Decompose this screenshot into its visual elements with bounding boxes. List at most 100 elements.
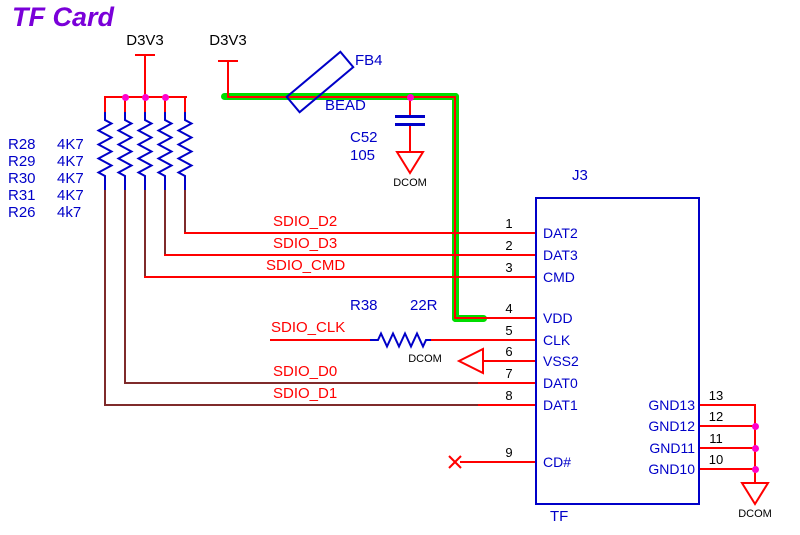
wire-sdio-cmd [144,276,536,278]
ground-symbol-right [740,482,770,506]
net-label-sdio-d0: SDIO_D0 [273,363,338,380]
connector-body [535,197,700,505]
wire-stub-r4 [164,97,166,112]
ferrite-ref: FB4 [355,52,383,69]
resistor-ref: R29 [8,153,36,170]
wire-gnd10 [700,468,756,470]
ground-label-right: DCOM [738,508,772,520]
ground-label-vss2: DCOM [408,353,442,365]
wire-sdio-d0-stub [478,382,536,384]
connector-value: TF [550,508,569,525]
junction-dot [122,94,129,101]
wire-sdio-d3 [164,254,536,256]
pin-number: 2 [505,238,513,253]
pin-name: DAT2 [543,225,578,241]
resistor-symbol-r30 [136,112,154,192]
capacitor-plate-top [395,115,425,118]
wire-stub-r2 [124,97,126,112]
wire-stub-r5 [184,97,186,112]
pin-number: 12 [708,409,724,424]
wire-d3v3-2 [227,61,229,97]
ferrite-bead-icon [285,50,355,114]
pin-name: CD# [543,454,572,470]
resistor-symbol-r26 [176,112,194,192]
resistor-value: 4K7 [57,187,84,204]
resistor-symbol-r38 [370,331,432,349]
pin-name: DAT3 [543,247,578,263]
capacitor-value: 105 [350,147,376,164]
resistor-ref: R30 [8,170,36,187]
wire-vss2 [482,360,536,362]
pin-name: CLK [543,332,571,348]
wire-vdd-vertical [454,96,456,319]
resistor-ref: R26 [8,204,36,221]
junction-dot [752,466,759,473]
wire-drop-d1 [104,190,106,406]
no-connect-icon [448,455,462,469]
resistor-symbol-r29 [116,112,134,192]
net-label-sdio-cmd: SDIO_CMD [266,257,346,274]
wire-cd [460,461,536,463]
wire-sdio-clk-left [270,339,370,341]
wire-gnd11 [700,447,756,449]
resistor-value: 4k7 [57,204,82,221]
resistor-symbol-r28 [96,112,114,192]
pin-number: 11 [709,431,723,446]
junction-dot [142,94,149,101]
pin-name: VSS2 [543,353,579,369]
resistor-value: 4K7 [57,153,84,170]
ground-symbol-vss2 [456,347,484,375]
wire-sdio-d0 [124,382,478,384]
wire-drop-d0 [124,190,126,384]
pin-number: 3 [505,260,513,275]
wire-drop-d3 [164,190,166,256]
pin-name: GND10 [648,461,695,477]
pin-name: CMD [543,269,575,285]
capacitor-plate-bottom [395,123,425,126]
wire-sdio-d1-stub [478,404,536,406]
wire-gnd12 [700,425,756,427]
wire-drop-cmd [144,190,146,278]
power-label-2: D3V3 [209,32,247,49]
junction-dot [407,94,414,101]
resistor-symbol-r31 [156,112,174,192]
wire-c52-top [409,98,411,115]
pin-name: DAT0 [543,375,578,391]
pin-name: DAT1 [543,397,578,413]
junction-dot [752,445,759,452]
junction-dot [752,423,759,430]
capacitor-ref: C52 [350,129,378,146]
resistor-value: 4K7 [57,170,84,187]
connector-ref: J3 [572,167,588,184]
wire-vdd-horizontal [227,96,455,98]
wire-vdd-pin4 [454,317,536,319]
pin-number: 13 [708,388,724,403]
resistor-ref: R28 [8,136,36,153]
wire-gnd-bus [754,404,756,483]
pin-number: 5 [505,323,513,338]
pin-number: 7 [505,366,513,381]
wire-d3v3-1 [144,55,146,97]
resistor-value: 4K7 [57,136,84,153]
pin-number: 8 [505,388,513,403]
pin-name: GND11 [649,440,695,456]
series-resistor-ref: R38 [350,297,378,314]
wire-drop-d2 [184,190,186,234]
pin-number: 9 [505,445,513,460]
ferrite-value: BEAD [325,97,366,114]
pin-name: GND13 [648,397,695,413]
ground-symbol-c52 [395,151,425,175]
wire-stub-r1 [104,97,106,112]
net-label-sdio-d3: SDIO_D3 [273,235,338,252]
net-label-sdio-d2: SDIO_D2 [273,213,338,230]
pin-number: 1 [505,216,513,231]
ground-label-c52: DCOM [393,177,427,189]
wire-sdio-d1 [104,404,478,406]
pin-name: VDD [543,310,573,326]
net-label-sdio-clk: SDIO_CLK [271,319,346,336]
series-resistor-value: 22R [410,297,438,314]
pin-number: 4 [505,301,513,316]
pin-name: GND12 [648,418,695,434]
wire-gnd13 [700,404,756,406]
